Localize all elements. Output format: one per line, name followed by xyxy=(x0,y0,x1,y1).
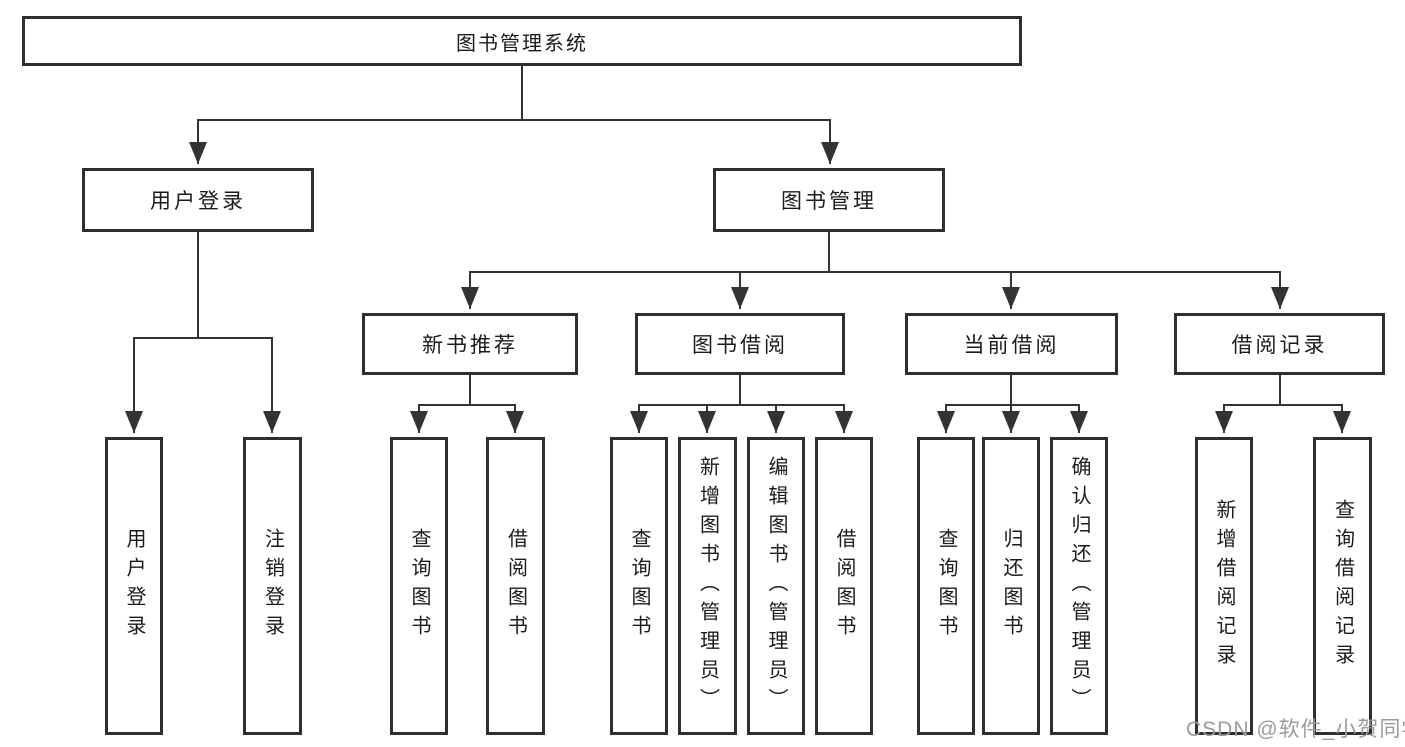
node-label: 用户登录 xyxy=(150,190,246,213)
node-user-login: 用户登录 xyxy=(82,168,314,232)
node-new-book-recommendation: 新书推荐 xyxy=(362,313,578,375)
node-label: 新增图书（管理员） xyxy=(696,455,719,717)
leaf-add-books-admin: 新增图书（管理员） xyxy=(678,437,737,735)
leaf-add-borrow-record: 新增借阅记录 xyxy=(1195,437,1253,735)
leaf-query-borrow-record: 查询借阅记录 xyxy=(1313,437,1372,735)
node-current-borrowing: 当前借阅 xyxy=(905,313,1118,375)
node-library-system: 图书管理系统 xyxy=(22,16,1022,66)
leaf-return-books: 归还图书 xyxy=(982,437,1040,735)
node-label: 确认归还（管理员） xyxy=(1068,455,1090,717)
tree-branch-lines xyxy=(133,65,1343,406)
node-label: 新增借阅记录 xyxy=(1213,499,1235,673)
leaf-query-books-current: 查询图书 xyxy=(917,437,975,735)
node-label: 用户登录 xyxy=(123,528,145,644)
node-label: 归还图书 xyxy=(1000,528,1022,644)
leaf-query-books-borrowing: 查询图书 xyxy=(610,437,668,735)
node-label: 借阅图书 xyxy=(833,528,855,644)
node-label: 图书管理系统 xyxy=(456,32,588,55)
leaf-user-login: 用户登录 xyxy=(105,437,163,735)
node-label: 编辑图书（管理员） xyxy=(765,455,787,717)
node-label: 查询图书 xyxy=(628,528,650,644)
node-label: 查询图书 xyxy=(408,528,430,644)
node-label: 图书借阅 xyxy=(692,334,788,357)
node-label: 新书推荐 xyxy=(422,334,518,357)
leaf-confirm-return-admin: 确认归还（管理员） xyxy=(1050,437,1108,735)
leaf-edit-books-admin: 编辑图书（管理员） xyxy=(747,437,805,735)
node-label: 借阅图书 xyxy=(504,528,527,644)
node-book-management: 图书管理 xyxy=(713,168,945,232)
csdn-watermark: CSDN @软件_小贺同学 xyxy=(1186,718,1405,741)
node-label: 借阅记录 xyxy=(1231,334,1328,357)
leaf-borrow-books-borrowing: 借阅图书 xyxy=(815,437,873,735)
node-label: 查询图书 xyxy=(935,528,957,644)
node-label: 查询借阅记录 xyxy=(1331,499,1354,673)
leaf-borrow-books-recommend: 借阅图书 xyxy=(486,437,545,735)
node-borrowing-records: 借阅记录 xyxy=(1174,313,1385,375)
leaf-logout: 注销登录 xyxy=(243,437,302,735)
node-label: 当前借阅 xyxy=(963,334,1060,357)
node-label: 图书管理 xyxy=(781,190,877,213)
node-book-borrowing: 图书借阅 xyxy=(635,313,845,375)
leaf-query-books-recommend: 查询图书 xyxy=(390,437,448,735)
node-label: 注销登录 xyxy=(261,528,284,644)
tree-arrow-lines xyxy=(125,120,1351,433)
